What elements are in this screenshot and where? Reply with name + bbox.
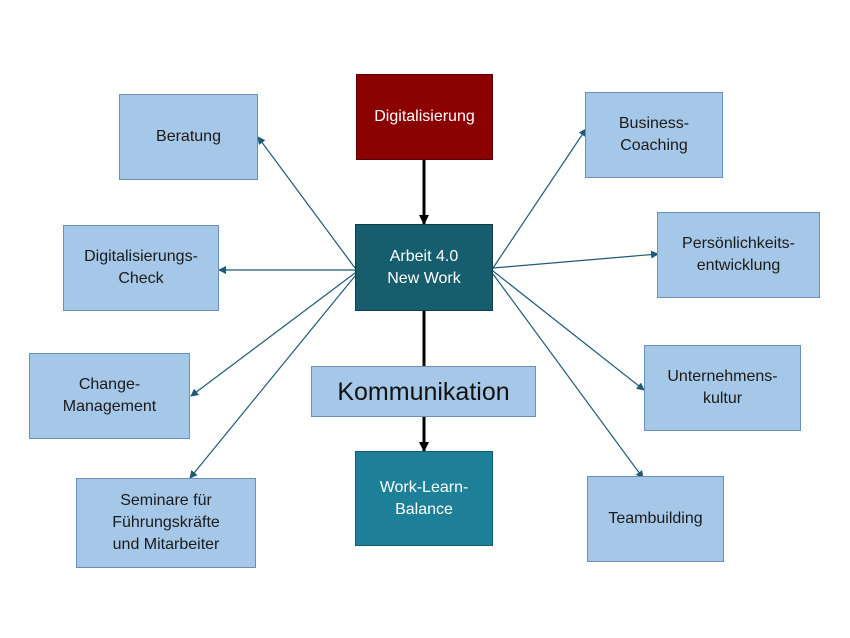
node-change-line-2: Management bbox=[62, 398, 157, 415]
node-persoenlichkeitsentwicklung: Persönlichkeits- entwicklung bbox=[657, 212, 820, 298]
arrow-to-change bbox=[190, 272, 356, 397]
node-seminare-line-2: Führungskräfte bbox=[112, 514, 220, 531]
node-beratung: Beratung bbox=[119, 94, 258, 180]
node-digi-check-line-1: Digitalisierungs- bbox=[84, 248, 198, 265]
node-kultur-line-2: kultur bbox=[702, 390, 743, 407]
node-persoenlichkeit-line-2: entwicklung bbox=[696, 257, 781, 274]
node-persoenlichkeit-line-1: Persönlichkeits- bbox=[682, 235, 795, 252]
node-teambuilding-label: Teambuilding bbox=[608, 510, 703, 527]
node-seminare: Seminare für Führungskräfte und Mitarbei… bbox=[76, 478, 256, 568]
node-work-learn-balance: Work-Learn- Balance bbox=[355, 451, 493, 546]
node-arbeit-line-2: New Work bbox=[387, 269, 461, 287]
node-coaching-line-1: Business- bbox=[618, 115, 690, 132]
arrow-to-coaching bbox=[492, 128, 587, 269]
arrow-to-persoenlichkeit bbox=[492, 250, 659, 269]
arrow-to-beratung bbox=[257, 136, 356, 269]
node-arbeit-4-0: Arbeit 4.0 New Work bbox=[355, 224, 493, 311]
node-change-line-1: Change- bbox=[78, 376, 141, 393]
node-work-learn-line-2: Balance bbox=[395, 500, 453, 518]
node-arbeit-line-1: Arbeit 4.0 bbox=[389, 247, 459, 265]
node-digitalisierung-label: Digitalisierung bbox=[374, 108, 475, 125]
node-digitalisierungs-check: Digitalisierungs- Check bbox=[63, 225, 219, 311]
node-teambuilding: Teambuilding bbox=[587, 476, 724, 562]
node-kommunikation: Kommunikation bbox=[311, 366, 536, 417]
arrow-to-seminare bbox=[189, 275, 356, 479]
node-kommunikation-label: Kommunikation bbox=[337, 377, 510, 406]
node-change-management: Change- Management bbox=[29, 353, 190, 439]
node-kultur-line-1: Unternehmens- bbox=[667, 368, 778, 385]
node-beratung-label: Beratung bbox=[156, 128, 221, 145]
node-digi-check-line-2: Check bbox=[118, 270, 164, 287]
node-digitalisierung: Digitalisierung bbox=[356, 74, 493, 160]
node-business-coaching: Business- Coaching bbox=[585, 92, 723, 178]
node-seminare-line-3: und Mitarbeiter bbox=[112, 536, 220, 553]
node-unternehmenskultur: Unternehmens- kultur bbox=[644, 345, 801, 431]
node-coaching-line-2: Coaching bbox=[620, 137, 688, 154]
node-seminare-line-1: Seminare für bbox=[120, 492, 212, 509]
node-work-learn-line-1: Work-Learn- bbox=[379, 478, 469, 496]
arrow-to-teambuilding bbox=[492, 273, 644, 479]
arrow-to-kultur bbox=[492, 270, 645, 391]
